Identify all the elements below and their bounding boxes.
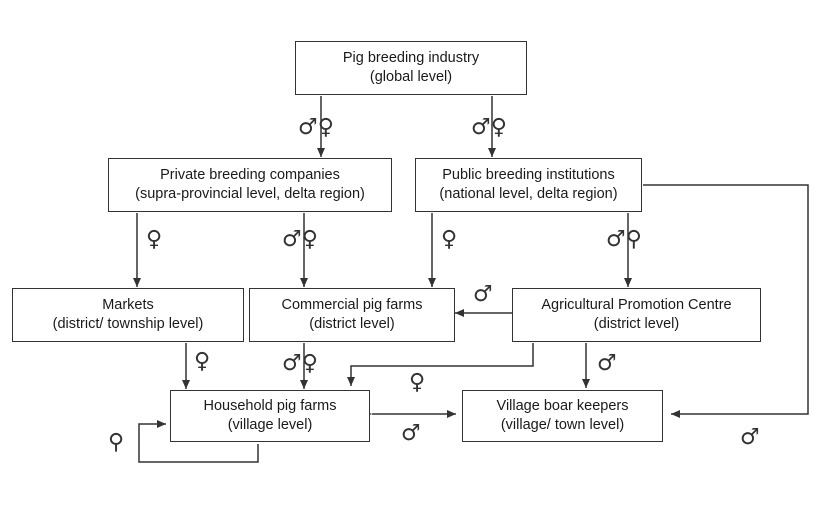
female-icon: ♀ — [194, 349, 211, 374]
node-title: Village boar keepers — [496, 398, 629, 414]
female-icon: ♀ — [441, 227, 458, 252]
node-household-pig-farms: Household pig farms (village level) — [170, 390, 370, 442]
node-level: (village/ town level) — [500, 417, 625, 433]
male-female-icon: ♂⚲ — [606, 227, 642, 252]
male-icon: ♂ — [597, 351, 617, 376]
node-pig-breeding-industry: Pig breeding industry (global level) — [295, 41, 527, 95]
node-level: (district/ township level) — [52, 316, 204, 332]
node-level: (district level) — [309, 316, 395, 332]
node-public-breeding-institutions: Public breeding institutions (national l… — [415, 158, 642, 212]
node-level: (supra-provincial level, delta region) — [135, 186, 365, 202]
arrow-public-to-village-boar — [643, 184, 809, 418]
node-private-breeding-companies: Private breeding companies (supra-provin… — [108, 158, 392, 212]
node-level: (village level) — [227, 417, 313, 433]
node-title: Household pig farms — [203, 398, 337, 414]
female-icon: ⚲ — [108, 430, 125, 455]
node-commercial-pig-farms: Commercial pig farms (district level) — [249, 288, 455, 342]
node-level: (global level) — [369, 69, 453, 85]
node-title: Pig breeding industry — [342, 50, 480, 66]
node-village-boar-keepers: Village boar keepers (village/ town leve… — [462, 390, 663, 442]
male-icon: ♂ — [473, 282, 493, 307]
node-title: Private breeding companies — [160, 167, 340, 183]
arrow-household-self-loop — [138, 420, 259, 463]
node-title: Agricultural Promotion Centre — [541, 297, 732, 313]
male-female-icon: ♂♀ — [282, 227, 318, 252]
node-level: (national level, delta region) — [439, 186, 618, 202]
male-female-icon: ♂♀ — [298, 115, 334, 140]
node-markets: Markets (district/ township level) — [12, 288, 244, 342]
male-female-icon: ♂♀ — [471, 115, 507, 140]
male-icon: ♂ — [740, 425, 760, 450]
male-icon: ♂ — [401, 421, 421, 446]
node-title: Public breeding institutions — [442, 167, 615, 183]
node-level: (district level) — [593, 316, 680, 332]
arrow-agri-to-household — [347, 343, 534, 386]
node-agricultural-promotion-centre: Agricultural Promotion Centre (district … — [512, 288, 761, 342]
female-icon: ♀ — [146, 227, 163, 252]
node-title: Commercial pig farms — [281, 297, 423, 313]
node-title: Markets — [102, 297, 154, 313]
female-icon: ♀ — [409, 370, 426, 395]
male-female-icon: ♂♀ — [282, 351, 318, 376]
